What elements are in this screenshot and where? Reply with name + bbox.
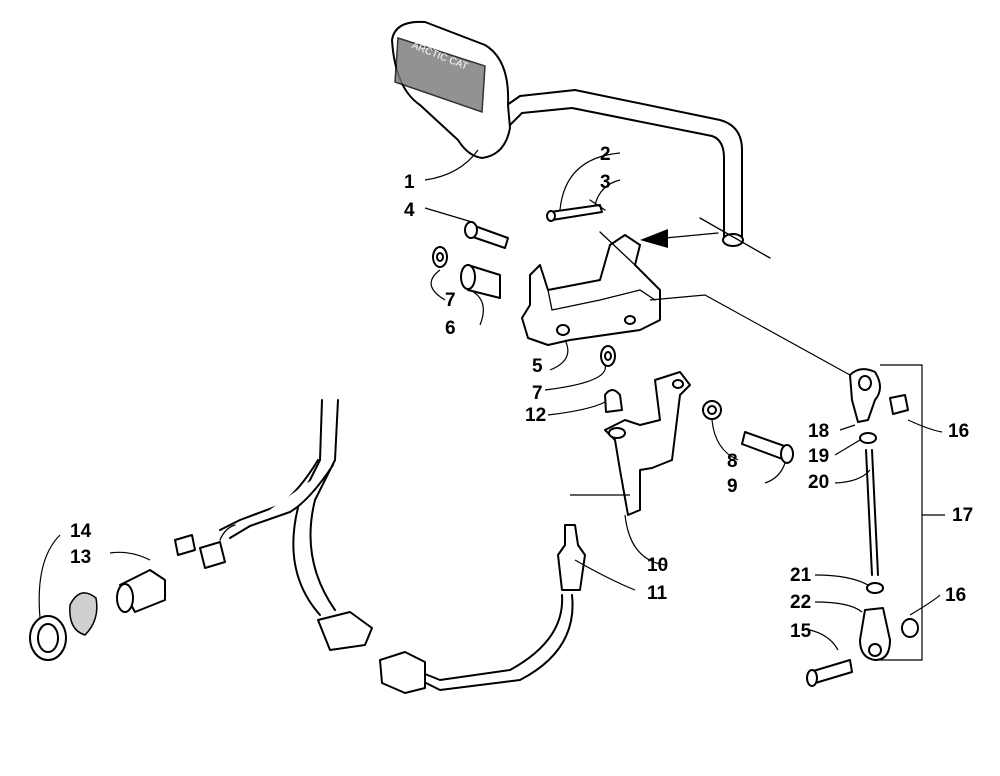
spacer-and-washers — [432, 246, 616, 367]
callout-16b: 16 — [945, 585, 966, 606]
switch-bracket — [604, 371, 691, 516]
switch-cap — [604, 389, 623, 413]
callout-14: 14 — [70, 521, 92, 542]
callout-22: 22 — [790, 592, 811, 613]
pin-and-cotter — [546, 199, 606, 222]
callout-19: 19 — [808, 446, 829, 467]
star-washer-bolt — [702, 400, 794, 464]
callout-15: 15 — [790, 621, 812, 642]
callout-11: 11 — [647, 583, 668, 604]
callout-20: 20 — [808, 472, 829, 493]
callout-2: 2 — [600, 144, 611, 165]
callout-18: 18 — [808, 421, 829, 442]
bolt-4 — [464, 221, 509, 249]
callout-7b: 7 — [532, 383, 543, 404]
shift-lever-handle: ARCTIC CAT — [391, 20, 771, 259]
shift-bracket — [521, 231, 661, 346]
callout-17: 17 — [952, 505, 973, 526]
callout-9: 9 — [727, 476, 738, 497]
callout-12: 12 — [525, 405, 546, 426]
callout-1: 1 — [404, 172, 415, 193]
wire-harness — [219, 399, 586, 694]
callout-5: 5 — [532, 356, 543, 377]
leader-lines — [38, 149, 945, 651]
callout-labels: 1 2 3 4 5 6 7 7 8 9 10 11 12 13 14 15 16… — [70, 144, 973, 642]
callout-10: 10 — [647, 555, 668, 576]
key-switch — [29, 524, 236, 661]
shift-linkage — [806, 364, 923, 687]
callout-8: 8 — [727, 451, 738, 472]
direction-arrow — [640, 229, 719, 248]
callout-3: 3 — [600, 172, 611, 193]
callout-6: 6 — [445, 318, 456, 339]
callout-13: 13 — [70, 547, 91, 568]
callout-7a: 7 — [445, 290, 456, 311]
callout-16a: 16 — [948, 421, 969, 442]
callout-21: 21 — [790, 565, 812, 586]
callout-4: 4 — [404, 200, 415, 221]
